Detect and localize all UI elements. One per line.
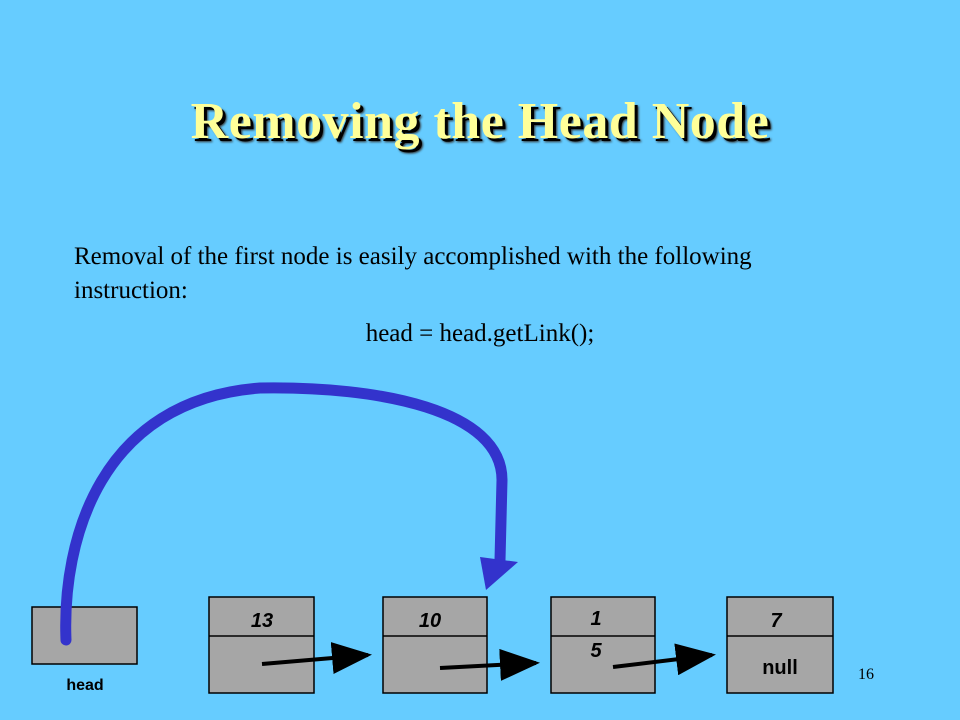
link-arrow [439,648,540,681]
node-value: 10 [419,610,441,632]
node-13: 13 [208,596,315,694]
slide-title: Removing the Head Node [190,93,770,150]
link-arrow [612,643,716,676]
head-label: head [66,677,103,694]
body-text: Removal of the first node is easily acco… [74,243,752,304]
node-value: 7 [770,610,782,632]
reassign-arrow [60,382,508,646]
node-10: 10 [382,596,488,694]
null-label: null [762,657,798,679]
node-7: 7 null [726,596,834,694]
node-15: 1 5 [550,596,656,694]
head-pointer: head [31,606,138,694]
link-arrow [261,642,372,674]
code-instruction: head = head.getLink(); [365,320,595,347]
node-value: 13 [251,610,273,632]
reassign-arrowhead [480,557,518,590]
node-value-line1: 1 [590,608,601,630]
node-value-line2: 5 [590,640,602,662]
slide-number: 16 [858,666,874,683]
